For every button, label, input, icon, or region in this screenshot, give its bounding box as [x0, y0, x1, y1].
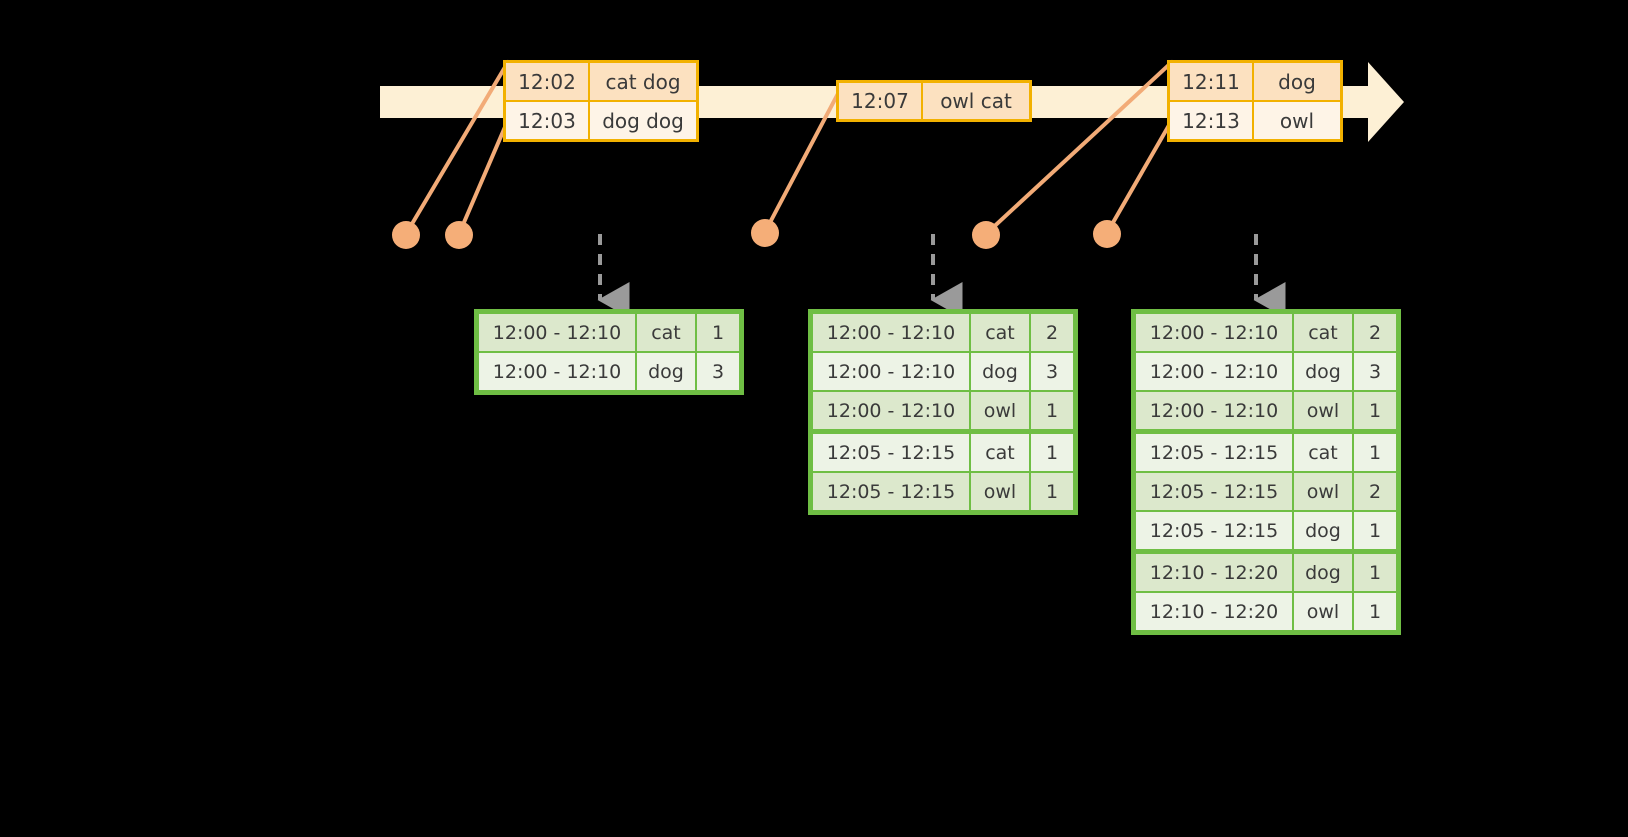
result-window-cell: 12:10 - 12:20	[1136, 554, 1292, 591]
result-window-cell: 12:00 - 12:10	[813, 353, 969, 390]
result-window-cell: 12:00 - 12:10	[479, 353, 635, 390]
event-words: owl	[1279, 108, 1315, 133]
result-word-cell: cat	[1294, 314, 1352, 351]
result-window-cell: 12:00 - 12:10	[813, 392, 969, 429]
event-row[interactable]: 12:07 owl cat	[839, 83, 1029, 119]
dashed-result-arrows	[597, 234, 1286, 318]
result-word-cell: owl	[971, 473, 1029, 510]
event-words-cell: cat dog	[590, 63, 696, 100]
result-window-cell: 12:00 - 12:10	[1136, 392, 1292, 429]
result-word-cell: dog	[1294, 554, 1352, 591]
result-count-cell: 1	[1354, 392, 1396, 429]
result-count-cell: 1	[1354, 434, 1396, 471]
event-time-cell: 12:03	[506, 102, 590, 139]
result-count-cell: 2	[1354, 473, 1396, 510]
result-word-cell: cat	[637, 314, 695, 351]
result-count-cell: 1	[1031, 392, 1073, 429]
result-word-cell: dog	[971, 353, 1029, 390]
result-word-cell: cat	[971, 434, 1029, 471]
result-word-cell: owl	[1294, 473, 1352, 510]
stream-dot	[445, 221, 473, 249]
result-window-cell: 12:00 - 12:10	[1136, 353, 1292, 390]
result-count-cell: 3	[697, 353, 739, 390]
result-window-cell: 12:10 - 12:20	[1136, 593, 1292, 630]
result-count-cell: 3	[1031, 353, 1073, 390]
result-word-cell: dog	[637, 353, 695, 390]
event-row[interactable]: 12:13 owl	[1170, 100, 1340, 139]
result-window-cell: 12:00 - 12:10	[1136, 314, 1292, 351]
result-word-cell: dog	[1294, 353, 1352, 390]
result-count-cell: 2	[1354, 314, 1396, 351]
event-time-cell: 12:07	[839, 83, 923, 119]
event-words: cat dog	[605, 69, 681, 94]
result-count-cell: 1	[1354, 593, 1396, 630]
stream-dot	[392, 221, 420, 249]
result-word-cell: owl	[1294, 593, 1352, 630]
result-word-cell: cat	[1294, 434, 1352, 471]
event-words-cell: dog dog	[590, 102, 696, 139]
event-words: owl cat	[940, 89, 1012, 113]
result-window-cell: 12:05 - 12:15	[813, 434, 969, 471]
result-window-cell: 12:05 - 12:15	[813, 473, 969, 510]
event-time: 12:11	[1182, 69, 1240, 94]
event-time: 12:02	[518, 69, 576, 94]
stream-dot	[1093, 220, 1121, 248]
event-time: 12:13	[1182, 108, 1240, 133]
event-time: 12:07	[851, 89, 909, 113]
result-window-cell: 12:00 - 12:10	[813, 314, 969, 351]
result-word-cell: dog	[1294, 512, 1352, 549]
event-time-cell: 12:13	[1170, 102, 1254, 139]
result-window-cell: 12:05 - 12:15	[1136, 512, 1292, 549]
result-count-cell: 1	[697, 314, 739, 351]
result-window-cell: 12:05 - 12:15	[1136, 473, 1292, 510]
event-group-3[interactable]: 12:11 dog 12:13 owl	[1167, 60, 1343, 142]
event-words: dog	[1278, 69, 1316, 94]
event-row[interactable]: 12:03 dog dog	[506, 100, 696, 139]
result-count-cell: 3	[1354, 353, 1396, 390]
event-words-cell: dog	[1254, 63, 1340, 100]
result-window-cell: 12:00 - 12:10	[479, 314, 635, 351]
event-words-cell: owl	[1254, 102, 1340, 139]
result-count-cell: 1	[1354, 512, 1396, 549]
result-count-cell: 1	[1031, 434, 1073, 471]
result-word-cell: owl	[971, 392, 1029, 429]
event-group-1[interactable]: 12:02 cat dog 12:03 dog dog	[503, 60, 699, 142]
event-group-2[interactable]: 12:07 owl cat	[836, 80, 1032, 122]
event-time-cell: 12:11	[1170, 63, 1254, 100]
event-row[interactable]: 12:11 dog	[1170, 63, 1340, 100]
event-time: 12:03	[518, 108, 576, 133]
event-time-cell: 12:02	[506, 63, 590, 100]
stream-dot	[751, 219, 779, 247]
stream-dot	[972, 221, 1000, 249]
result-count-cell: 1	[1031, 473, 1073, 510]
result-word-cell: owl	[1294, 392, 1352, 429]
event-words-cell: owl cat	[923, 83, 1029, 119]
stream-position-dots	[392, 219, 1121, 249]
result-count-cell: 2	[1031, 314, 1073, 351]
result-count-cell: 1	[1354, 554, 1396, 591]
result-window-cell: 12:05 - 12:15	[1136, 434, 1292, 471]
result-word-cell: cat	[971, 314, 1029, 351]
event-words: dog dog	[602, 108, 684, 133]
event-row[interactable]: 12:02 cat dog	[506, 63, 696, 100]
